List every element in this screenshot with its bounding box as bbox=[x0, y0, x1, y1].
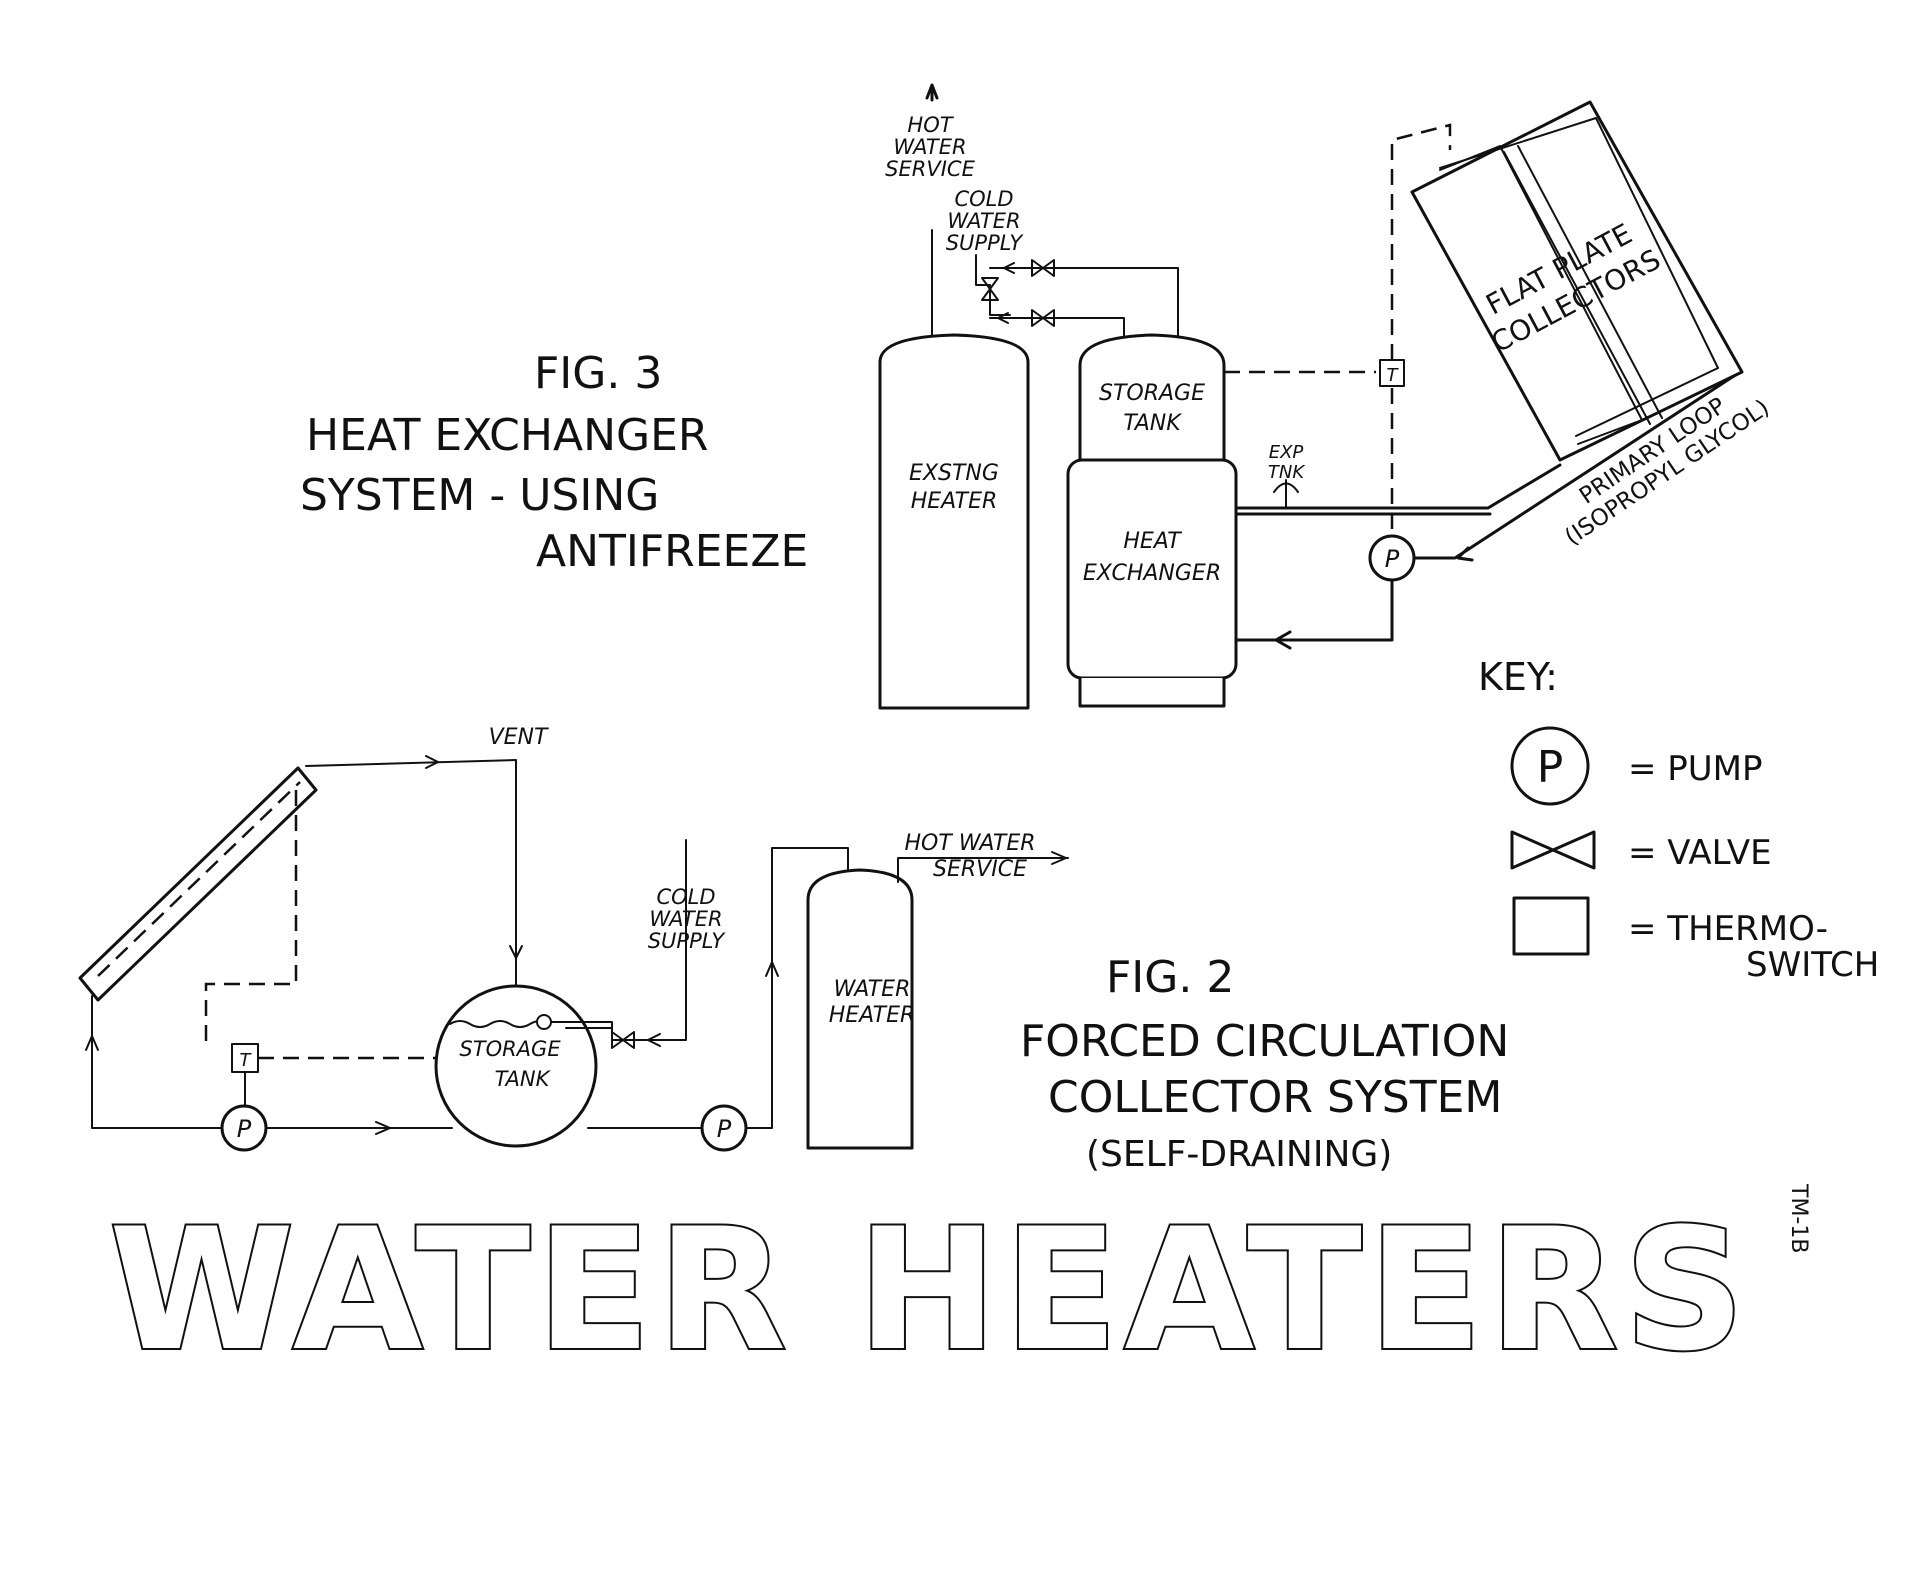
fig2-pump1-letter: P bbox=[237, 1115, 252, 1143]
fig3-cold-water-supply-2: WATER bbox=[947, 209, 1020, 233]
fig2-heater-up-arrow bbox=[765, 961, 779, 977]
fig3-title-line1: HEAT EXCHANGER bbox=[306, 410, 708, 461]
fig2-cold-arrow bbox=[647, 1033, 661, 1047]
fig3-loop-arrow bbox=[1456, 546, 1474, 562]
fig2-return-arrow bbox=[85, 1035, 99, 1051]
fig2-storage-tank bbox=[434, 984, 598, 1148]
fig2-hot-water-service-2: SERVICE bbox=[933, 857, 1027, 882]
fig3-hot-water-arrow bbox=[925, 83, 939, 102]
fig2-hot-water-out bbox=[897, 857, 1069, 883]
fig2-cold-water-supply-3: SUPPLY bbox=[648, 929, 727, 953]
fig3-exp-tank-label-2: TNK bbox=[1268, 462, 1305, 483]
fig2-storage-water-line bbox=[449, 1020, 551, 1028]
fig3-upper-valve bbox=[1031, 259, 1055, 277]
fig2-hot-water-service-1: HOT WATER bbox=[904, 831, 1035, 856]
pump-icon bbox=[1510, 726, 1590, 806]
fig3-existing-heater-label-2: HEATER bbox=[911, 489, 998, 514]
fig2-pump2-letter: P bbox=[717, 1115, 732, 1143]
fig3-pump-letter: P bbox=[1385, 545, 1400, 573]
fig2-pump1-circle bbox=[220, 1104, 268, 1152]
fig3-collector-panel-1 bbox=[1439, 145, 1643, 445]
fig3-heat-exchanger-label-2: EXCHANGER bbox=[1083, 561, 1221, 586]
fig2-diagram: T P P bbox=[78, 755, 1069, 1152]
fig2-title-line1: FORCED CIRCULATION bbox=[1020, 1016, 1509, 1067]
fig3-collector-frame bbox=[1410, 100, 1744, 462]
fig2-collector-dash bbox=[97, 781, 301, 977]
fig2-pump2-to-heater bbox=[745, 847, 849, 1129]
fig2-storage-tank-label-2: TANK bbox=[495, 1067, 552, 1091]
key-thermoswitch-label-2: SWITCH bbox=[1746, 945, 1879, 985]
page-title: WATER HEATERS bbox=[109, 1192, 1751, 1388]
fig2-float bbox=[536, 1014, 552, 1030]
fig3-cold-water-supply-3: SUPPLY bbox=[946, 231, 1025, 255]
thermoswitch-icon bbox=[1512, 896, 1590, 956]
fig3-cold-water-line bbox=[975, 254, 1011, 316]
fig2-cold-valve bbox=[611, 1031, 635, 1049]
fig3-loop-supply-line bbox=[1234, 463, 1562, 510]
fig2-control-dash-collector bbox=[204, 790, 298, 1044]
fig3-heat-exchanger-label-1: HEAT bbox=[1123, 529, 1182, 554]
fig3-existing-heater-tank bbox=[878, 333, 1030, 710]
fig3-collector-divider bbox=[1503, 145, 1663, 425]
fig2-title-line3: (SELF-DRAINING) bbox=[1086, 1134, 1392, 1175]
fig3-exp-tank-symbol bbox=[1273, 482, 1299, 493]
fig3-storage-tank-dome bbox=[1078, 333, 1226, 462]
fig3-collector-inner-frame bbox=[1439, 117, 1719, 437]
fig2-water-heater-label-2: HEATER bbox=[829, 1003, 916, 1028]
fig3-number: FIG. 3 bbox=[534, 348, 662, 399]
fig3-storage-tank-label-2: TANK bbox=[1123, 411, 1182, 436]
fig3-lower-branch bbox=[989, 317, 1125, 343]
fig2-vent-arrow bbox=[425, 755, 439, 769]
key-heading: KEY: bbox=[1478, 655, 1558, 699]
fig2-thermoswitch-box bbox=[231, 1043, 259, 1073]
key-pump-symbol: P bbox=[1537, 742, 1564, 793]
valve-icon bbox=[1510, 830, 1596, 870]
fig3-existing-heater-label-1: EXSTNG bbox=[909, 461, 999, 486]
fig2-number: FIG. 2 bbox=[1106, 952, 1234, 1003]
fig2-collector-return bbox=[91, 995, 223, 1129]
fig3-loop-return bbox=[1234, 578, 1394, 642]
fig3-upper-arrow bbox=[1003, 262, 1015, 274]
fig3-thermoswitch-box bbox=[1379, 359, 1405, 387]
fig3-valve-vertical bbox=[981, 277, 999, 301]
fig3-title-line2: SYSTEM - USING bbox=[300, 470, 659, 521]
fig2-title-line2: COLLECTOR SYSTEM bbox=[1048, 1072, 1502, 1123]
fig2-collector bbox=[78, 766, 318, 1002]
fig2-vent-line bbox=[305, 759, 517, 991]
key-legend: KEY: P = PUMP = VALVE = THERMO- SWITCH bbox=[1478, 655, 1879, 985]
fig3-lower-valve bbox=[1031, 309, 1055, 327]
fig2-labels: VENT COLD WATER SUPPLY HOT WATER SERVICE… bbox=[459, 725, 1509, 1175]
fig3-cold-water-supply-1: COLD bbox=[954, 187, 1013, 211]
fig2-thermoswitch-letter: T bbox=[240, 1050, 253, 1071]
fig3-pump-circle bbox=[1368, 534, 1416, 582]
fig2-cold-water-supply-1: COLD bbox=[656, 885, 715, 909]
fig2-storage-down-arrow bbox=[509, 945, 523, 959]
fig3-upper-branch bbox=[989, 267, 1179, 341]
fig2-pump-arrow bbox=[375, 1121, 391, 1135]
fig2-cold-water-supply-2: WATER bbox=[649, 907, 722, 931]
page-code: TM-1B bbox=[1786, 1183, 1811, 1253]
fig3-return-arrow bbox=[1274, 630, 1292, 650]
fig3-hot-water-service-3: SERVICE bbox=[885, 157, 975, 181]
fig2-hot-water-arrow bbox=[1051, 851, 1067, 865]
fig2-water-heater bbox=[806, 868, 914, 1150]
fig3-exp-tank-label-1: EXP bbox=[1269, 442, 1304, 463]
fig3-thermoswitch-letter: T bbox=[1387, 365, 1400, 386]
fig3-hot-water-service-1: HOT bbox=[907, 113, 954, 137]
fig3-hot-water-service-2: WATER bbox=[893, 135, 966, 159]
fig2-water-heater-label-1: WATER bbox=[834, 977, 911, 1002]
key-thermoswitch-label-1: = THERMO- bbox=[1628, 909, 1828, 949]
fig3-lower-arrow bbox=[997, 312, 1009, 324]
fig3-loop-to-pump bbox=[1406, 370, 1742, 560]
fig3-control-dash-up bbox=[1390, 123, 1452, 360]
fig3-title-line3: ANTIFREEZE bbox=[536, 526, 808, 577]
fig3-diagram: T P bbox=[878, 83, 1744, 710]
key-pump-label: = PUMP bbox=[1628, 749, 1763, 789]
fig2-vent-label: VENT bbox=[489, 725, 549, 750]
fig3-unit-base bbox=[1078, 676, 1226, 708]
key-valve-label: = VALVE bbox=[1628, 833, 1772, 873]
fig2-storage-tank-label-1: STORAGE bbox=[459, 1037, 561, 1061]
fig3-storage-tank-label-1: STORAGE bbox=[1099, 381, 1205, 406]
